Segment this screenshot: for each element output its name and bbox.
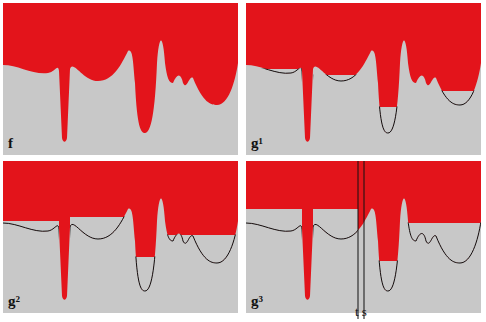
red-region: [3, 3, 238, 142]
ground: [3, 3, 238, 155]
lake: [372, 107, 404, 155]
lake: [432, 91, 481, 155]
dam-line: [364, 161, 365, 319]
panel-label: g¹: [251, 136, 263, 151]
dam-line: [358, 161, 359, 319]
panel: [246, 3, 481, 155]
ground: [3, 161, 238, 313]
ground: [246, 3, 481, 155]
lake: [406, 223, 481, 313]
original-curve: [3, 199, 238, 300]
lakes: [3, 217, 238, 313]
red-region: [3, 161, 238, 300]
panel-label: f: [8, 136, 13, 151]
lake: [3, 221, 59, 313]
original-curve: [246, 41, 481, 142]
lake: [163, 235, 238, 313]
lake: [70, 217, 129, 313]
lake: [246, 209, 302, 313]
panel: [246, 161, 481, 319]
panel-label: g³: [251, 294, 263, 309]
lake: [313, 209, 358, 313]
panel: [3, 161, 238, 313]
lakes: [246, 69, 481, 155]
lake: [313, 75, 372, 155]
lake: [364, 261, 406, 313]
panel: [3, 3, 238, 155]
red-region: [246, 3, 481, 142]
lake: [129, 257, 161, 313]
line-label: t s: [355, 305, 367, 318]
panel-label: g²: [8, 294, 20, 309]
lake: [246, 69, 302, 155]
